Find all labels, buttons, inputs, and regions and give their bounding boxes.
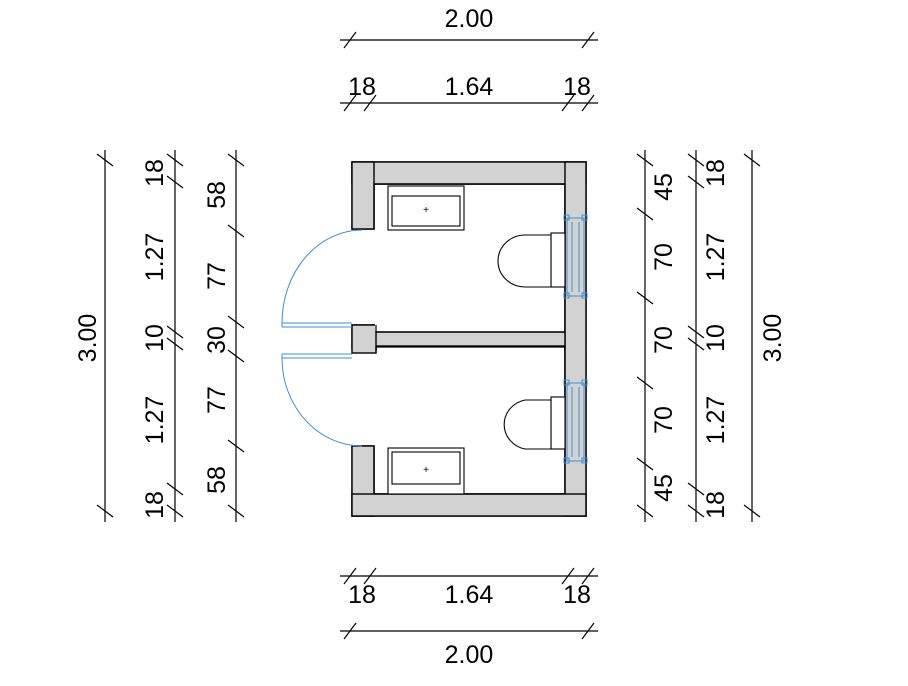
partition-wall (373, 331, 566, 347)
right-dimension-walls: 18 1.27 10 1.27 18 (687, 150, 730, 522)
left-total-label: 3.00 (74, 314, 102, 363)
left-wall-label-4: 1.27 (141, 396, 169, 445)
bottom-dimension-total: 2.00 (340, 622, 598, 669)
left-dimension-openings: 58 77 30 77 58 (203, 150, 245, 522)
right-wall-label-4: 1.27 (702, 396, 730, 445)
lower-door (281, 353, 363, 447)
left-opening-label-1: 58 (203, 181, 231, 209)
bottom-total-label: 2.00 (445, 641, 494, 669)
right-wall-label-1: 18 (702, 159, 730, 187)
right-total-label: 3.00 (759, 314, 787, 363)
left-dimension-walls: 18 1.27 10 1.27 18 (141, 150, 184, 522)
top-dimension-chain: 18 1.64 18 (340, 73, 598, 112)
left-opening-label-5: 58 (203, 466, 231, 494)
bottom-mid-label: 1.64 (445, 581, 494, 609)
upper-door (281, 229, 363, 328)
left-wall-label-1: 18 (141, 159, 169, 187)
upper-window (563, 214, 588, 299)
partition-stub (351, 324, 377, 354)
right-dimension-total: 3.00 (743, 150, 787, 522)
left-opening-label-2: 77 (203, 262, 231, 290)
top-left-label: 18 (348, 73, 376, 101)
right-opening-label-2: 70 (650, 243, 678, 271)
right-dimension-openings: 45 70 70 70 45 (636, 150, 678, 522)
right-wall-label-3: 10 (702, 324, 730, 352)
top-wall (351, 161, 587, 185)
left-wall-label-3: 10 (141, 324, 169, 352)
left-wall-upper (351, 161, 375, 230)
right-wall-label-5: 18 (702, 491, 730, 519)
left-wall-label-2: 1.27 (141, 233, 169, 282)
bottom-left-label: 18 (348, 581, 376, 609)
left-dimension-total: 3.00 (74, 150, 114, 522)
upper-toilet (497, 232, 566, 288)
right-opening-label-5: 45 (650, 474, 678, 502)
right-opening-label-1: 45 (650, 173, 678, 201)
left-wall-label-5: 18 (141, 491, 169, 519)
bottom-right-label: 18 (563, 581, 591, 609)
bottom-dimension-chain: 18 1.64 18 (340, 567, 598, 609)
left-opening-label-3: 30 (203, 326, 231, 354)
right-opening-label-3: 70 (650, 326, 678, 354)
top-total-label: 2.00 (445, 5, 494, 33)
upper-sink: + (387, 185, 465, 231)
walls (351, 161, 587, 517)
lower-window (563, 379, 588, 464)
right-opening-label-4: 70 (650, 406, 678, 434)
right-wall-label-2: 1.27 (702, 233, 730, 282)
top-mid-label: 1.64 (445, 73, 494, 101)
top-right-label: 18 (563, 73, 591, 101)
lower-sink: + (387, 447, 465, 495)
sink-drain-icon: + (423, 465, 429, 476)
left-opening-label-4: 77 (203, 386, 231, 414)
sink-drain-icon: + (423, 205, 429, 216)
top-dimension-total: 2.00 (340, 5, 598, 49)
lower-toilet (503, 396, 566, 450)
bottom-wall (351, 493, 587, 517)
